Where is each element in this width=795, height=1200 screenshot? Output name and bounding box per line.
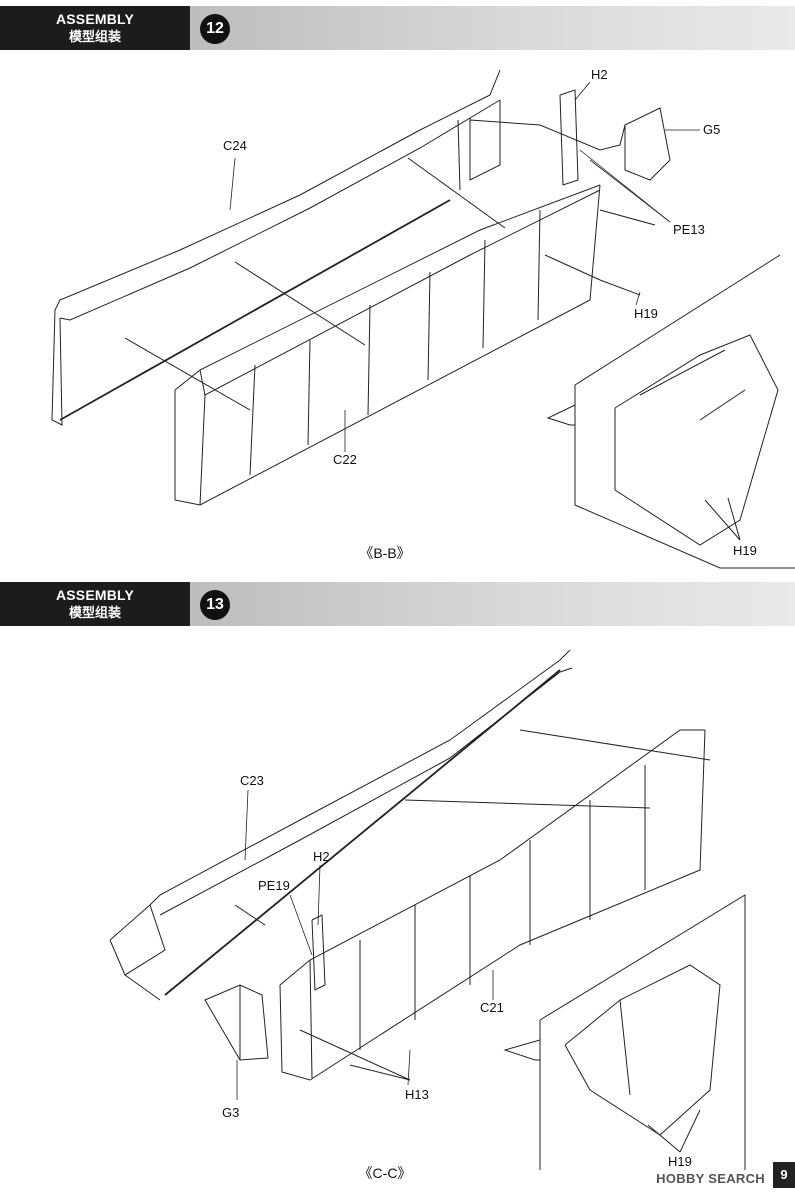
assembly-arrows (124, 157, 656, 411)
assembly-title-en: ASSEMBLY (55, 11, 135, 27)
label-h2: H2 (591, 67, 608, 82)
step-number-badge: 13 (200, 590, 230, 620)
zoom-inset-c-c (503, 894, 746, 1170)
side-wall-c24 (51, 69, 501, 426)
label-c23: C23 (240, 773, 264, 788)
zoom-inset-b-b (546, 254, 795, 569)
step-12-diagram: C24 H2 G5 PE13 H19 C22 H19 (51, 67, 795, 569)
step-13-header: ASSEMBLY 模型组装 13 (0, 582, 795, 626)
label-c21: C21 (480, 1000, 504, 1015)
hull-body-c22 (174, 184, 601, 506)
label-h2: H2 (313, 849, 330, 864)
part-h2 (559, 89, 579, 186)
label-g5: G5 (703, 122, 720, 137)
label-pe19: PE19 (258, 878, 290, 893)
assembly-title-cn: 模型组装 (68, 605, 121, 620)
label-h19-inset: H19 (668, 1154, 692, 1169)
label-c22: C22 (333, 452, 357, 467)
assembly-title-cn: 模型组装 (68, 29, 121, 44)
label-g3: G3 (222, 1105, 239, 1120)
section-caption-c-c: 《C-C》 (358, 1165, 412, 1181)
rear-outline (469, 119, 626, 151)
part-g3 (204, 984, 269, 1061)
label-pe13: PE13 (673, 222, 705, 237)
assembly-banner: ASSEMBLY 模型组装 (0, 6, 190, 50)
assembly-arrows (234, 729, 711, 1081)
label-h13: H13 (405, 1087, 429, 1102)
side-wall-c23 (109, 649, 573, 1001)
page-number: 9 (773, 1162, 795, 1188)
label-h19-inset: H19 (733, 543, 757, 558)
header-gradient-bar (190, 582, 795, 626)
assembly-banner: ASSEMBLY 模型组装 (0, 582, 190, 626)
label-h19: H19 (634, 306, 658, 321)
label-c24: C24 (223, 138, 247, 153)
part-h2 (311, 914, 326, 991)
callout-leaders (229, 81, 700, 452)
assembly-title-en: ASSEMBLY (55, 587, 135, 603)
rail-line (164, 669, 561, 996)
header-gradient-bar (190, 6, 795, 50)
step-13-diagram: C23 H2 PE19 C21 G3 H13 H19 (109, 649, 746, 1170)
hull-body-c21 (279, 729, 706, 1081)
step-number-badge: 12 (200, 14, 230, 44)
section-caption-b-b: 《B-B》 (359, 545, 411, 561)
rail-line (59, 199, 451, 421)
step-12-header: ASSEMBLY 模型组装 12 (0, 6, 795, 50)
watermark-text: HOBBY SEARCH (656, 1171, 765, 1186)
callout-leaders (236, 789, 494, 1100)
part-g5 (624, 107, 671, 181)
